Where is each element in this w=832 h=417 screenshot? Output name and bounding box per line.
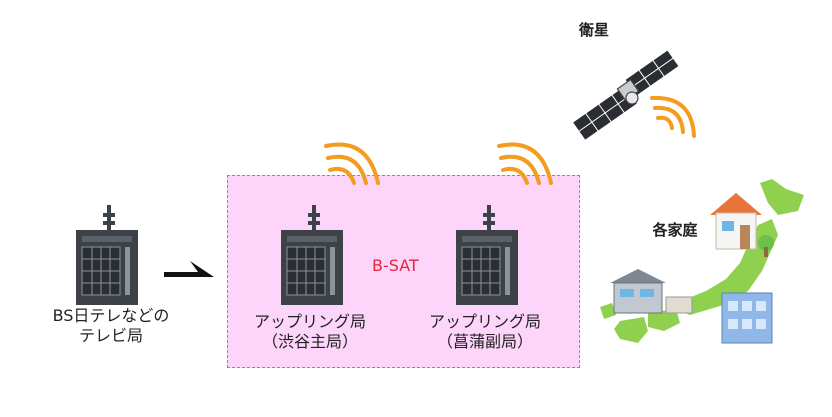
signal-waves-icon — [497, 142, 553, 185]
arrow-right-icon — [164, 261, 214, 277]
satellite-label: 衛星 — [578, 21, 609, 39]
tv-station-building-icon — [281, 205, 343, 305]
tv-station-building-icon — [456, 205, 518, 305]
homes-label: 各家庭 — [652, 221, 698, 239]
signal-waves-icon — [324, 142, 380, 185]
satellite-icon — [571, 49, 696, 142]
japan-map-houses-icon — [600, 179, 804, 344]
main-uplink-station-label: アップリング局 （渋谷主局） — [253, 312, 366, 351]
bsat-group-box — [227, 175, 580, 368]
source-station-label: BS日テレなどの テレビ局 — [52, 306, 170, 345]
sub-uplink-station-label: アップリング局 （菖蒲副局） — [428, 312, 541, 351]
tv-station-building-icon — [76, 205, 138, 305]
bsat-label: B-SAT — [372, 256, 419, 275]
